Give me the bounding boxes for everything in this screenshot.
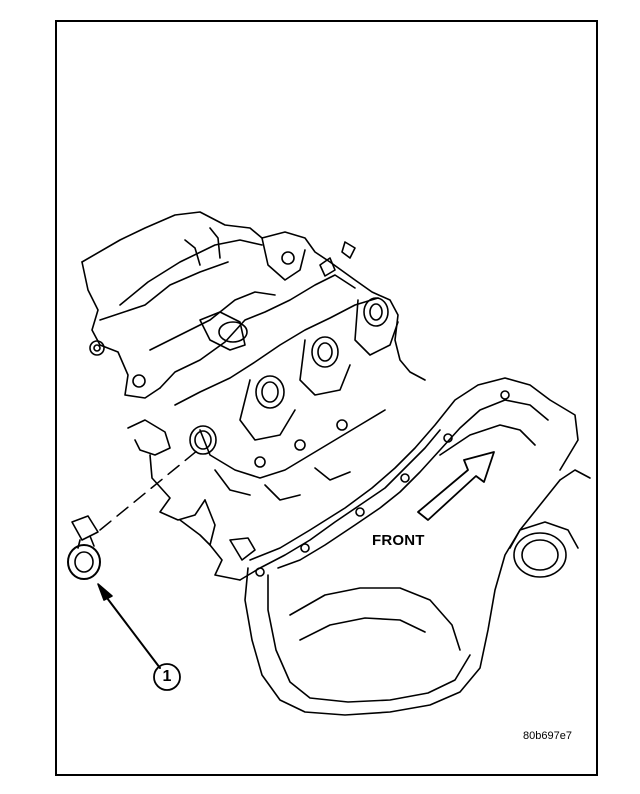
oil-pressure-sensor bbox=[67, 515, 101, 580]
engine-block bbox=[127, 419, 441, 581]
callout-leader-arrow-icon bbox=[97, 583, 161, 669]
crankshaft-seal bbox=[509, 469, 591, 578]
figure-id: 80b697e7 bbox=[523, 730, 572, 742]
cylinder-head bbox=[81, 211, 426, 399]
callout-number: 1 bbox=[162, 668, 172, 685]
front-direction-arrow-icon bbox=[417, 451, 495, 521]
valve-cover bbox=[159, 274, 399, 501]
front-label: FRONT bbox=[372, 532, 425, 549]
callout-circle bbox=[153, 663, 181, 691]
